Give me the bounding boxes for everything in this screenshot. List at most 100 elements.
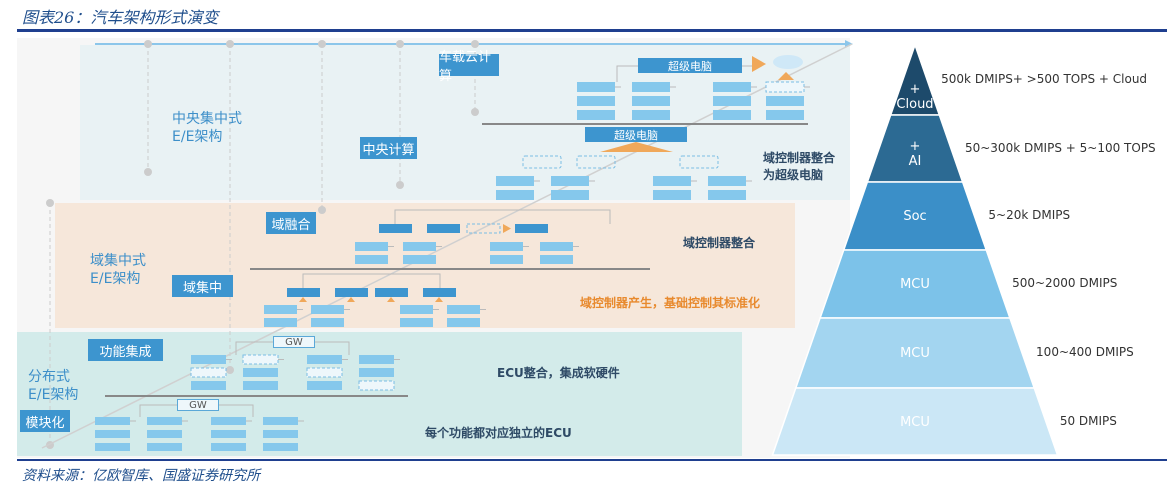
- ecu-bar: [264, 318, 297, 327]
- guide-dot: [471, 108, 479, 116]
- footer-divider: [17, 459, 1167, 461]
- ecu-bar: [263, 443, 298, 451]
- guide-dot: [471, 40, 479, 48]
- ecu-bar: [490, 255, 523, 264]
- ecu-bar: [403, 255, 436, 264]
- ecu-bar: [307, 355, 342, 364]
- ecu-bar: [490, 242, 523, 251]
- ecu-bar: [243, 368, 278, 377]
- arrow-right-icon: [503, 224, 511, 233]
- ecu-bar: [191, 381, 226, 390]
- ecu-bar: [496, 190, 534, 200]
- ecu-bar: [307, 381, 342, 390]
- ecu-bar: [551, 190, 589, 200]
- ecu-bar: [311, 305, 344, 314]
- super-computer-top: 超级电脑: [638, 58, 742, 73]
- section-domain: 域集中式 E/E架构: [90, 253, 146, 287]
- guide-dot: [144, 40, 152, 48]
- ecu-bar: [577, 110, 615, 120]
- ecu-bar: [190, 367, 227, 378]
- merge-arrow-icon: [600, 142, 673, 152]
- guide-dot: [144, 168, 152, 176]
- pyramid-level: [771, 387, 1059, 456]
- ecu-bar: [147, 430, 182, 438]
- ecu-bar: [653, 190, 691, 200]
- ecu-bar: [577, 96, 615, 106]
- gateway-lower: GW: [177, 399, 219, 411]
- ecu-bar: [447, 305, 480, 314]
- ecu-bar: [306, 367, 343, 378]
- ecu-bar: [577, 82, 615, 92]
- section-central: 中央集中式 E/E架构: [172, 111, 242, 145]
- ecu-bar: [211, 417, 246, 425]
- ecu-bar: [263, 430, 298, 438]
- guide-dot: [46, 199, 54, 207]
- domain-controller: [375, 288, 408, 297]
- ecu-bar: [358, 380, 395, 391]
- ecu-bar: [242, 354, 279, 365]
- ecu-bar: [147, 417, 182, 425]
- ecu-bar: [653, 176, 691, 186]
- domain-controller: [287, 288, 320, 297]
- ecu-bar: [263, 417, 298, 425]
- guide-dot: [396, 181, 404, 189]
- pyramid-level-label: + Cloud: [896, 82, 934, 112]
- dashed-controller: [466, 223, 501, 234]
- domain-controller: [379, 224, 412, 233]
- domain-controller: [515, 224, 548, 233]
- connector: [302, 273, 441, 288]
- ecu-bar: [632, 110, 670, 120]
- ecu-bar: [708, 190, 746, 200]
- stage-domain-centralized: 域集中: [172, 275, 233, 297]
- arrow-up-icon: [387, 297, 395, 302]
- dashed-controller: [522, 155, 562, 169]
- ecu-bar: [632, 82, 670, 92]
- ecu-bar: [355, 255, 388, 264]
- stage-cloud-computing: 车载云计算: [439, 50, 499, 84]
- pyramid-level-label: Soc: [903, 209, 927, 224]
- ecu-bar: [765, 81, 805, 93]
- guide-dot: [318, 40, 326, 48]
- ecu-bar: [400, 318, 433, 327]
- ecu-bar: [95, 417, 130, 425]
- ecu-bar: [95, 430, 130, 438]
- ecu-bar: [191, 355, 226, 364]
- ecu-bar: [447, 318, 480, 327]
- gateway-upper: GW: [273, 336, 315, 348]
- dashed-controller: [679, 155, 719, 169]
- stage-domain-fusion: 域融合: [266, 212, 316, 234]
- ecu-bar: [147, 443, 182, 451]
- cloud-icon: [773, 55, 803, 69]
- guide-dot: [396, 40, 404, 48]
- pyramid-level-spec: 5~20k DMIPS: [988, 208, 1071, 222]
- pyramid-level-spec: 50 DMIPS: [1059, 413, 1117, 428]
- pyramid-level-label: MCU: [900, 277, 930, 292]
- domain-controller: [335, 288, 368, 297]
- stage-modular: 模块化: [20, 410, 70, 432]
- ecu-bar: [403, 242, 436, 251]
- ecu-bar: [264, 305, 297, 314]
- guide-dot: [226, 366, 234, 374]
- arrow-up-icon: [435, 297, 443, 302]
- ecu-bar: [95, 443, 130, 451]
- arrow-up-icon: [778, 72, 794, 80]
- arrow-up-icon: [299, 297, 307, 302]
- note-domain-merge: 域控制器整合: [683, 236, 756, 250]
- ecu-bar: [243, 381, 278, 390]
- guide-dot: [318, 206, 326, 214]
- ecu-bar: [713, 110, 751, 120]
- ecu-bar: [359, 368, 394, 377]
- pyramid-level-spec: 100~400 DMIPS: [1036, 345, 1134, 359]
- domain-controller: [423, 288, 456, 297]
- stage-function-integration: 功能集成: [88, 339, 163, 361]
- ecu-bar: [359, 355, 394, 364]
- source-note: 资料来源：亿欧智库、国盛证券研究所: [22, 468, 260, 484]
- pyramid-level-spec: 500~2000 DMIPS: [1012, 276, 1118, 290]
- note-super-computer: 域控制器整合 为超级电脑: [763, 151, 836, 182]
- note-domain-generation: 域控制器产生，基础控制其标准化: [580, 296, 761, 310]
- arrow-up-icon: [347, 297, 355, 302]
- ecu-bar: [540, 255, 573, 264]
- ecu-bar: [766, 110, 804, 120]
